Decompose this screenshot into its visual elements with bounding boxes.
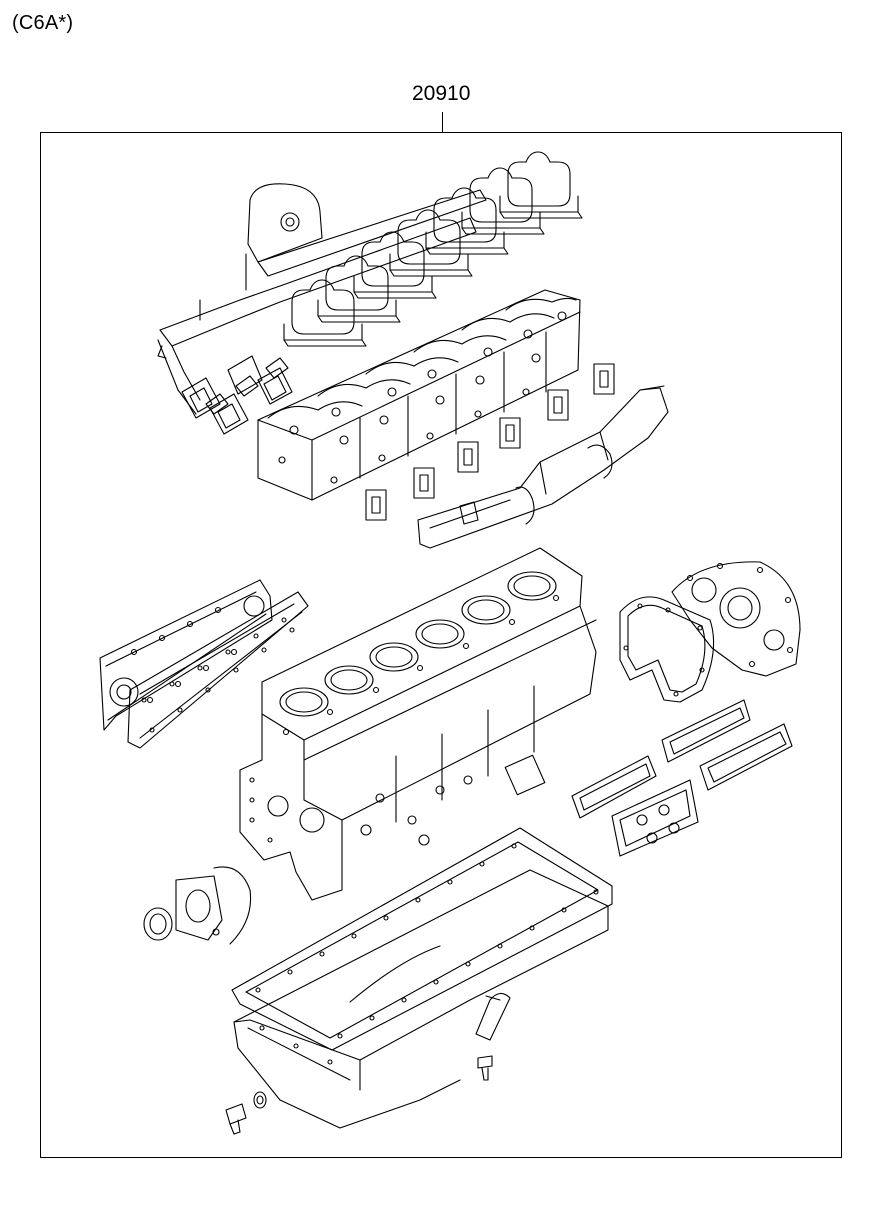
intake-manifold[interactable] — [158, 184, 486, 414]
oil-pan-gasket[interactable] — [232, 828, 612, 1050]
rocker-cover-gasket — [500, 152, 582, 218]
model-code-label: (C6A*) — [12, 12, 74, 34]
rocker-cover-gasket — [284, 280, 366, 346]
exhaust-port-gaskets[interactable] — [366, 364, 614, 520]
rear-seal-housing[interactable] — [176, 867, 251, 944]
diagram-frame — [40, 132, 842, 1158]
rocker-cover-gasket — [354, 232, 436, 298]
gasket-kit-illustration — [40, 132, 842, 1158]
rocker-cover-gasket — [318, 256, 400, 322]
callout-leader-line — [442, 112, 443, 133]
timing-case[interactable] — [672, 562, 800, 676]
rocker-cover-gaskets[interactable] — [284, 152, 582, 346]
cylinder-heads[interactable] — [258, 290, 580, 500]
rocker-cover-gasket — [462, 168, 544, 234]
part-number-callout[interactable]: 20910 — [412, 82, 471, 105]
bolt[interactable] — [478, 1056, 492, 1080]
rear-oil-seal[interactable] — [144, 908, 172, 940]
oil-drain-plug[interactable] — [226, 1092, 266, 1134]
intake-manifold-gaskets[interactable] — [182, 356, 292, 434]
rocker-cover-gasket — [426, 188, 508, 254]
oil-cooler-gasket[interactable] — [128, 592, 308, 748]
side-cover-gaskets[interactable] — [572, 700, 792, 856]
cylinder-block[interactable] — [240, 548, 596, 900]
timing-case-gasket[interactable] — [620, 597, 714, 702]
rocker-cover-gasket — [390, 210, 472, 276]
dipstick-tube[interactable] — [476, 993, 510, 1040]
oil-pan[interactable] — [234, 870, 608, 1128]
exhaust-manifold[interactable] — [418, 386, 668, 548]
